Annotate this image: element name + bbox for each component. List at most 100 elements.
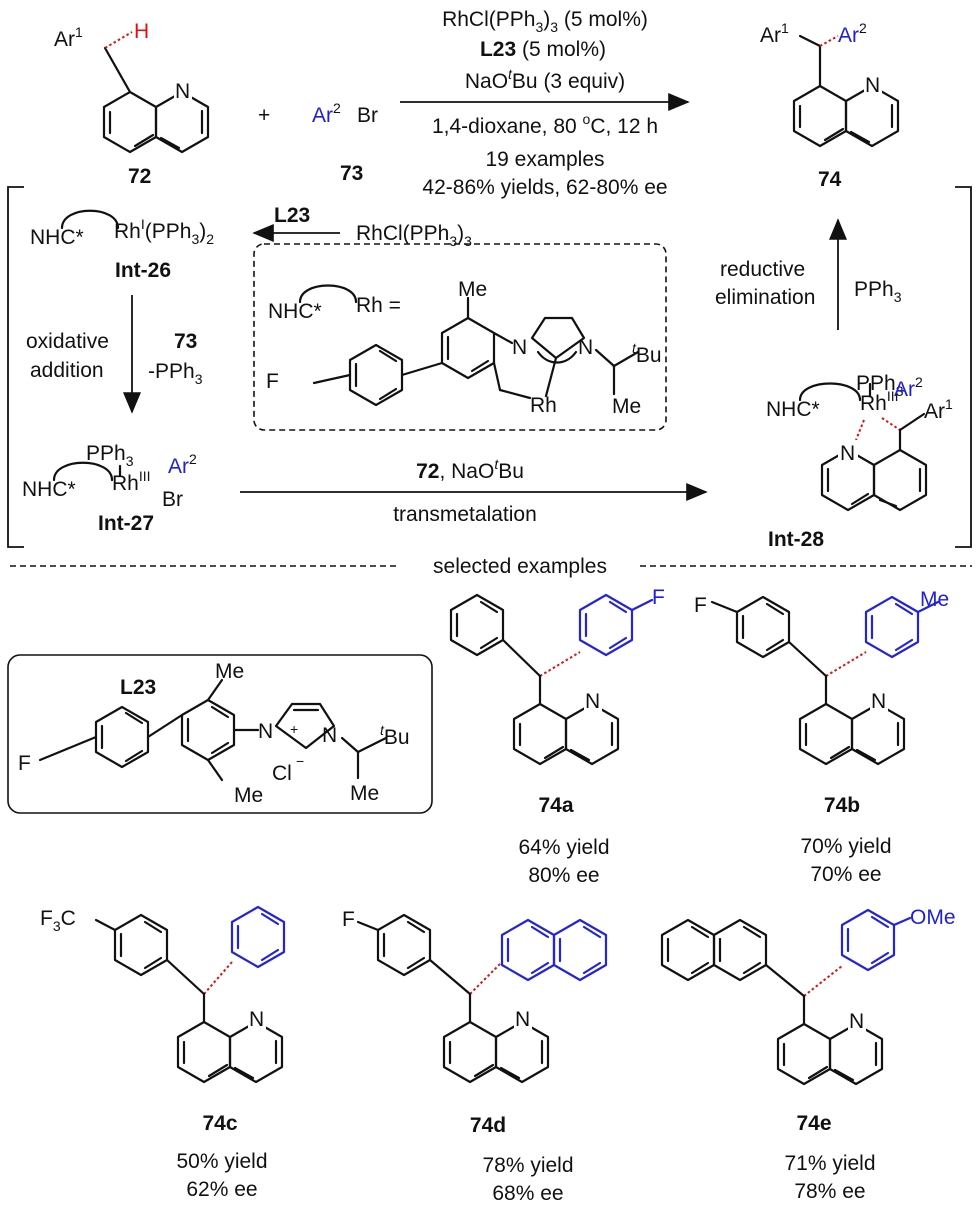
int27-rh: RhIII — [112, 468, 151, 495]
int27-label: Int-27 — [98, 512, 154, 535]
addition-label: addition — [30, 359, 104, 382]
ligand-plus: + — [290, 721, 298, 737]
base-text: NaOtBu (3 equiv) — [465, 66, 625, 93]
ex-74e-ee: 78% ee — [794, 1180, 865, 1203]
product-ar2: Ar2 — [838, 20, 867, 47]
def-me2: Me — [612, 395, 641, 418]
int28-ar2: Ar2 — [894, 374, 923, 401]
def-f: F — [266, 370, 279, 393]
example-74a: F N 74a 64% yield 80% ee — [449, 586, 665, 887]
reagent-73: Ar2 Br 73 — [312, 100, 378, 185]
int-26: NHC* RhI(PPh3)2 Int-26 — [30, 209, 214, 282]
ex-74a-yield: 64% yield — [518, 836, 609, 859]
example-74e: OMe N 74e 71% yield 78% ee — [660, 906, 956, 1203]
conditions: RhCl(PPh3)3 (5 mol%) L23 (5 mol%) NaOtBu… — [422, 8, 667, 199]
int-27: PPh3 NHC* RhIII Ar2 Br Int-27 — [22, 442, 197, 535]
oxidative-label: oxidative — [26, 330, 109, 353]
ex-74b-sub: Me — [920, 588, 949, 611]
trans-reagents: 72, NaOtBu — [416, 456, 524, 483]
ligand-name: L23 — [120, 676, 156, 699]
ligand-cl: Cl — [272, 762, 292, 785]
ex-74e-n: N — [849, 1010, 864, 1033]
ex-74b-label: 74b — [824, 794, 860, 817]
example-74d: F N 74d 78% yield 68% ee — [342, 908, 608, 1205]
ox-reagent: 73 — [174, 330, 197, 353]
reagent-ar: Ar2 — [312, 100, 341, 127]
def-rh: Rh = — [356, 294, 401, 317]
substrate-h: H — [134, 20, 149, 43]
ligand-text: L23 (5 mol%) — [480, 38, 606, 61]
ex-74a-label: 74a — [538, 794, 573, 817]
int28-pph3: PPh3 — [856, 372, 904, 399]
def-me: Me — [458, 278, 487, 301]
def-n1: N — [512, 336, 527, 359]
def-tbu: tBu — [632, 340, 662, 367]
ex-74c-label: 74c — [202, 1112, 237, 1135]
example-74b: F Me N 74b 70% yield 70% ee — [694, 588, 949, 886]
ex-74e-label: 74e — [796, 1112, 831, 1135]
def-rh-bottom: Rh — [530, 394, 557, 417]
ex-74a-sub: F — [652, 586, 665, 609]
rh-precursor: RhCl(PPh3)3 — [356, 222, 472, 249]
example-74c: F3C N 74c 50% yield 62% ee — [40, 905, 286, 1201]
ligand-arrow-label: L23 — [274, 204, 310, 227]
ex-74c-cf3: F3C — [40, 907, 76, 934]
ligand-n2: N — [322, 724, 337, 747]
ex-74b-ee: 70% ee — [810, 863, 881, 886]
ex-74c-n: N — [249, 1008, 264, 1031]
int28-ar1: Ar1 — [924, 396, 953, 423]
ox-minus-pph3: -PPh3 — [148, 360, 203, 387]
elimination-label: elimination — [715, 286, 815, 309]
int26-label: Int-26 — [115, 259, 171, 282]
selected-examples-label: selected examples — [433, 555, 607, 578]
int27-pph3: PPh3 — [86, 442, 134, 469]
ex-74c-yield: 50% yield — [176, 1150, 267, 1173]
reagent-label: 73 — [340, 162, 363, 185]
ligand-me: Me — [350, 782, 379, 805]
product-label: 74 — [818, 168, 842, 191]
ex-74d-f: F — [342, 908, 355, 931]
int26-rh: RhI(PPh3)2 — [114, 216, 214, 247]
ex-74d-label: 74d — [470, 1114, 506, 1137]
ex-74d-yield: 78% yield — [482, 1154, 573, 1177]
int26-nhc: NHC* — [30, 226, 84, 249]
scope-examples: 19 examples — [485, 148, 604, 171]
ligand-me-bottom: Me — [234, 784, 263, 807]
reductive-label: reductive — [720, 258, 805, 281]
int28-label: Int-28 — [768, 528, 824, 551]
plus-sign: + — [258, 104, 270, 127]
int27-nhc: NHC* — [22, 478, 76, 501]
ligand-n-plus: N — [258, 720, 273, 743]
substrate-ar: Ar1 — [54, 24, 83, 51]
def-n2: N — [578, 336, 593, 359]
substrate-72: Ar1 H N 72 — [54, 20, 210, 188]
ex-74d-ee: 68% ee — [492, 1182, 563, 1205]
ligand-tbu: tBu — [380, 722, 410, 749]
int28-rh: RhIII — [860, 388, 899, 415]
int27-br: Br — [162, 488, 183, 511]
ex-74d-n: N — [515, 1008, 530, 1031]
substrate-label: 72 — [128, 165, 151, 188]
scope-yields: 42-86% yields, 62-80% ee — [422, 176, 667, 199]
product-n: N — [865, 74, 880, 97]
int-28: PPh3 NHC* RhIII Ar2 Ar1 N Int-28 — [766, 372, 953, 551]
product-ar1: Ar1 — [760, 20, 789, 47]
nhc-definition: NHC* Rh = Me Rh N N Me tBu F — [266, 278, 662, 418]
ex-74b-f: F — [694, 594, 707, 617]
nhc-definition-box — [253, 243, 667, 431]
catalyst-text: RhCl(PPh3)3 (5 mol%) — [442, 8, 648, 35]
int28-nhc: NHC* — [766, 398, 820, 421]
ex-74e-sub: OMe — [910, 906, 956, 929]
solvent-text: 1,4-dioxane, 80 oC, 12 h — [432, 111, 658, 138]
ex-74e-yield: 71% yield — [784, 1152, 875, 1175]
reagent-br: Br — [357, 104, 378, 127]
ex-74a-n: N — [585, 690, 600, 713]
cycle-brackets — [7, 186, 972, 548]
ligand-minus: − — [296, 753, 304, 769]
ex-74b-yield: 70% yield — [800, 835, 891, 858]
transmetalation-label: transmetalation — [393, 503, 537, 526]
ligand-me-top: Me — [215, 660, 244, 683]
re-pph3: PPh3 — [854, 278, 902, 305]
